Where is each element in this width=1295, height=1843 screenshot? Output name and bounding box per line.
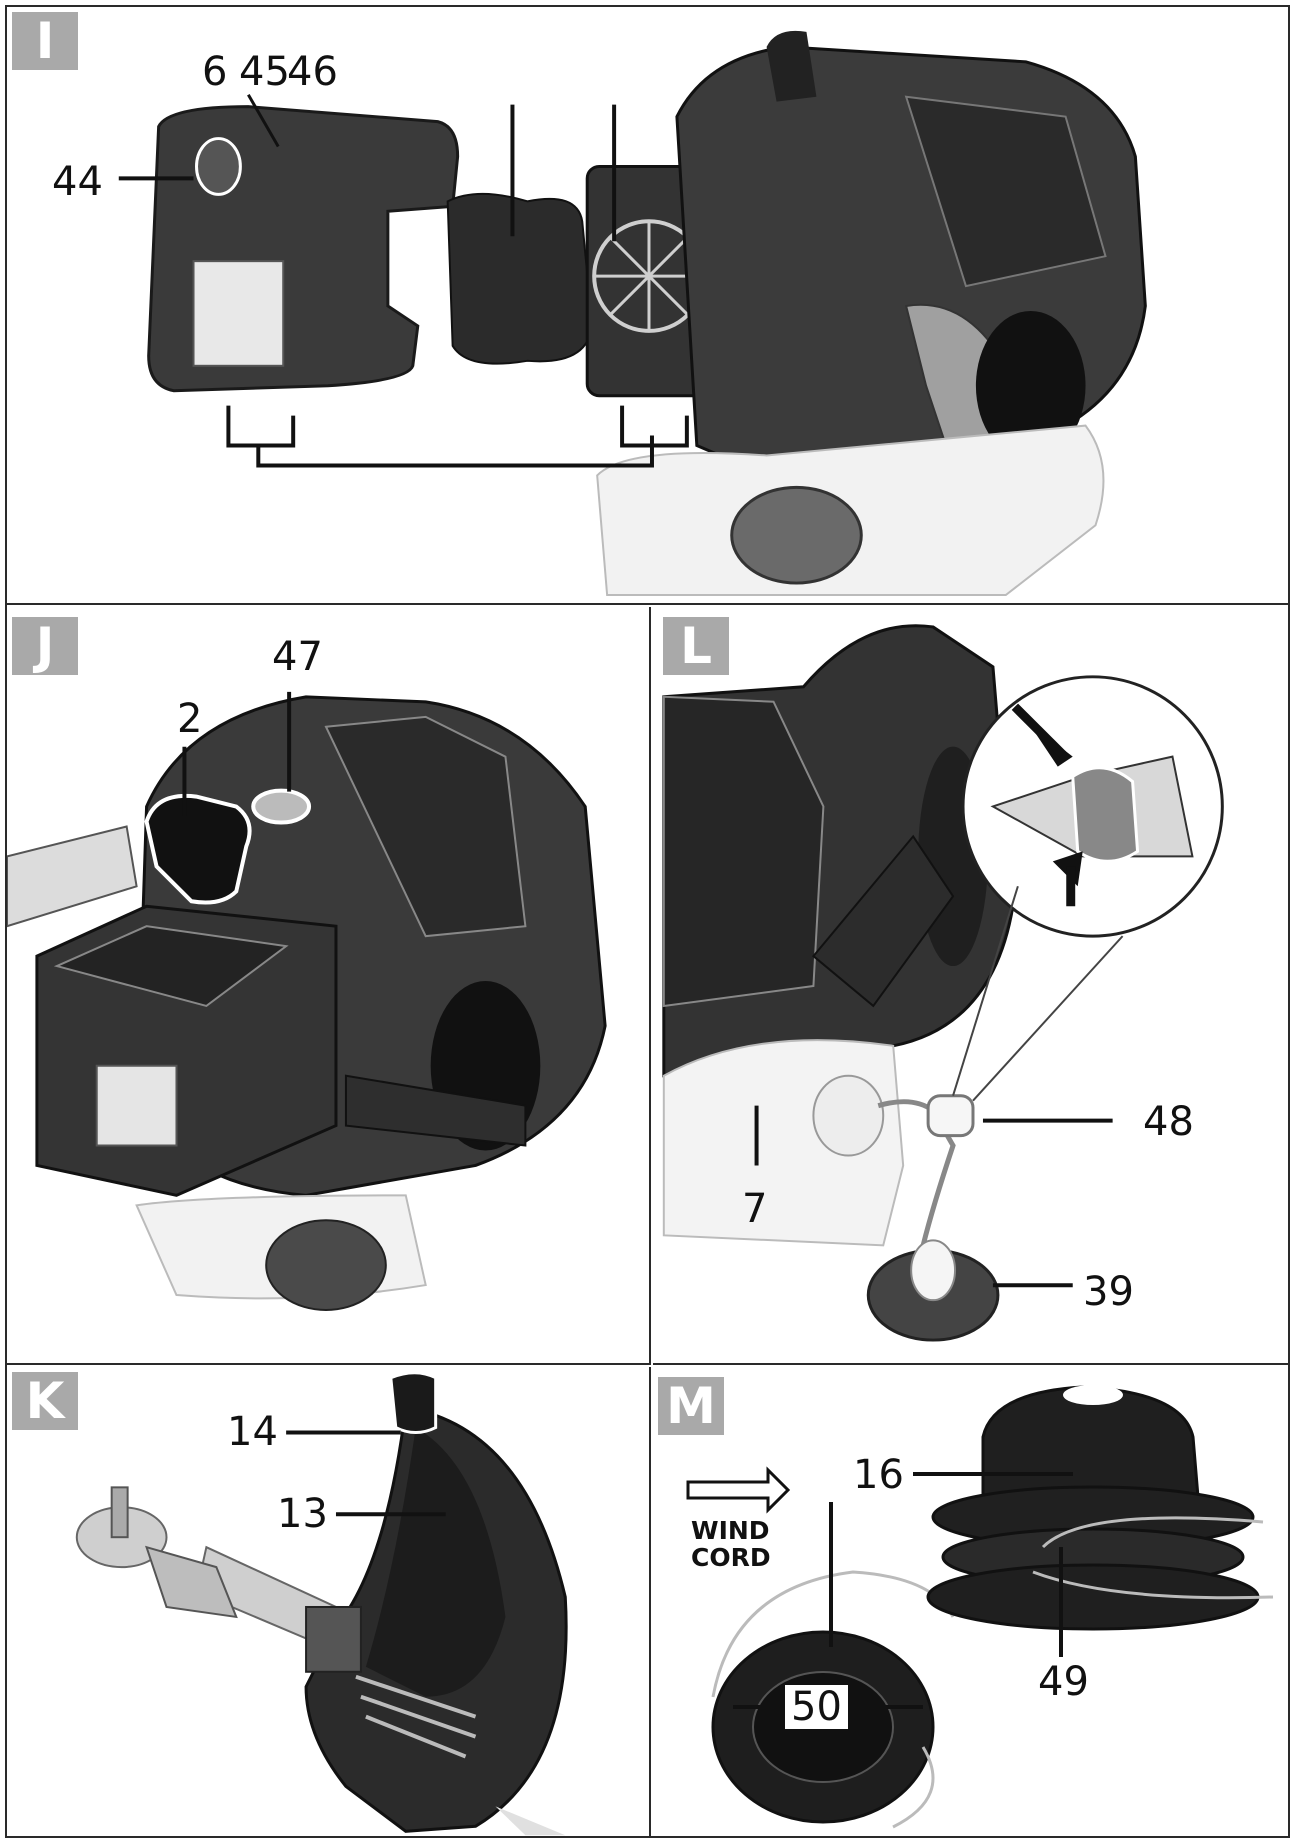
engine-air-filter-illustration [118,30,1147,597]
callout-44: 44 [52,159,103,205]
panel-i: I 6 45 46 44 [7,7,1288,605]
callout-45: 45 [239,49,290,95]
warning-label [192,260,285,367]
panel-j: J 2 47 [7,607,651,1365]
callout-2: 2 [177,696,203,742]
spool-illustration [686,1385,1274,1829]
panel-m: M WIND CORD 16 50 49 [653,1367,1288,1836]
panel-l: L 48 7 39 [653,607,1288,1365]
wind-label: WIND [691,1516,770,1545]
wind-cord-label: WIND CORD [691,1517,771,1571]
cutting-blade [389,1371,438,1435]
cover-knob [195,137,242,196]
callout-6: 6 [202,49,228,95]
callout-13: 13 [277,1491,328,1537]
fuel-cap [265,1219,387,1311]
fuel-filter-illustration [662,624,1224,1342]
callout-14: 14 [227,1409,278,1455]
panel-badge: J [12,617,78,675]
hose-clamp [1071,766,1140,863]
callout-7: 7 [742,1186,768,1232]
callout-48: 48 [1143,1099,1194,1145]
starter-cover [975,310,1086,461]
callout-50: 50 [785,1685,848,1729]
panel-badge: K [12,1372,78,1430]
callout-49: 49 [1038,1659,1089,1705]
panel-k: K 14 13 [7,1367,651,1836]
panel-badge: L [663,617,729,675]
manual-figure-sheet: I 6 45 46 44 J 2 [5,5,1290,1838]
arrow-right-icon [686,1466,791,1514]
foam-filter [446,192,594,365]
fuel-filter [926,1094,975,1138]
spark-plug [251,788,312,825]
panel-badge: M [658,1377,724,1435]
spark-plug-cap [144,793,252,905]
panel-badge: I [12,12,78,70]
cord-label: CORD [691,1543,771,1572]
engine-spark-plug-illustration [7,691,607,1311]
callout-46: 46 [287,49,338,95]
starter-handle [812,834,955,1008]
callout-39: 39 [1083,1269,1134,1315]
starter-handle [344,1074,527,1147]
guard-mount [305,1605,362,1673]
fuel-cap [730,485,863,585]
warning-label [95,1064,178,1147]
guard-illustration [75,1371,568,1836]
callout-47: 47 [272,634,323,680]
callout-16: 16 [853,1452,904,1498]
